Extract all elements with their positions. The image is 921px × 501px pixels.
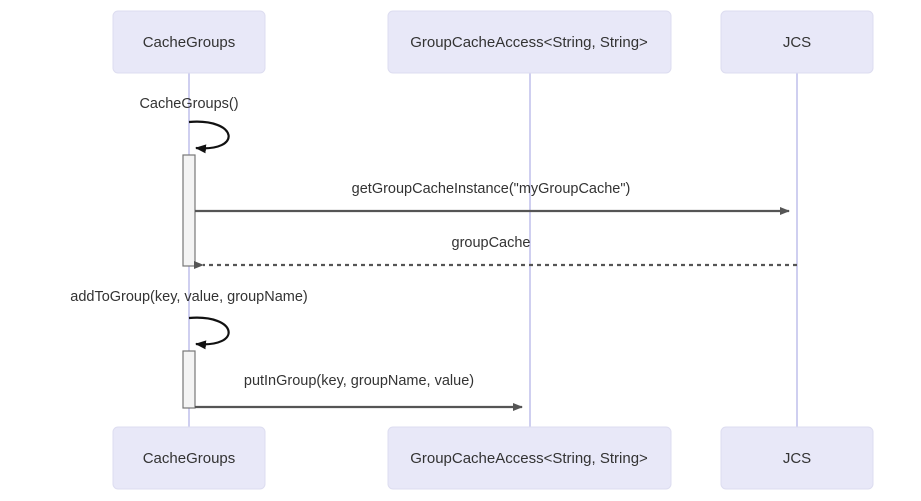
message-label-putingroup: putInGroup(key, groupName, value) (244, 373, 474, 389)
participant-box-cachegroups-bottom[interactable]: CacheGroups (112, 426, 266, 490)
activation-bar-cachegroups-2 (182, 350, 196, 409)
participant-label-jcs-bottom: JCS (783, 450, 811, 467)
participant-boxes-top: CacheGroups GroupCacheAccess<String, Str… (112, 10, 874, 74)
participant-label-cachegroups-bottom: CacheGroups (143, 450, 236, 467)
participant-rect (387, 426, 672, 490)
participant-label-groupcacheaccess-top: GroupCacheAccess<String, String> (410, 34, 648, 51)
participant-rect (387, 10, 672, 74)
activation-bar-cachegroups-1 (182, 154, 196, 267)
participant-box-groupcacheaccess-bottom[interactable]: GroupCacheAccess<String, String> (387, 426, 672, 490)
participant-label-groupcacheaccess-bottom: GroupCacheAccess<String, String> (410, 450, 648, 467)
self-loop-arrow-addtogroup (188, 316, 230, 350)
participant-box-groupcacheaccess-top[interactable]: GroupCacheAccess<String, String> (387, 10, 672, 74)
message-cachegroups-constructor[interactable]: CacheGroups() (139, 96, 239, 154)
participant-label-jcs-top: JCS (783, 34, 811, 51)
message-label-getgroupcacheinstance: getGroupCacheInstance("myGroupCache") (352, 181, 631, 197)
participant-boxes-bottom: CacheGroups GroupCacheAccess<String, Str… (112, 426, 874, 490)
participant-rect (720, 10, 874, 74)
participant-label-cachegroups-top: CacheGroups (143, 34, 236, 51)
participant-box-jcs-top[interactable]: JCS (720, 10, 874, 74)
participant-box-jcs-bottom[interactable]: JCS (720, 426, 874, 490)
message-groupcache-return[interactable]: groupCache (194, 235, 797, 269)
message-putingroup[interactable]: putInGroup(key, groupName, value) (195, 373, 523, 411)
participant-rect (720, 426, 874, 490)
self-loop-arrow-constructor (188, 120, 230, 154)
message-label-addtogroup: addToGroup(key, value, groupName) (70, 289, 308, 305)
message-addtogroup[interactable]: addToGroup(key, value, groupName) (70, 289, 308, 350)
participant-box-cachegroups-top[interactable]: CacheGroups (112, 10, 266, 74)
message-label-cachegroups-constructor: CacheGroups() (139, 96, 238, 112)
participant-rect (112, 426, 266, 490)
message-label-groupcache-return: groupCache (452, 235, 531, 251)
message-getgroupcacheinstance[interactable]: getGroupCacheInstance("myGroupCache") (195, 181, 790, 215)
participant-rect (112, 10, 266, 74)
